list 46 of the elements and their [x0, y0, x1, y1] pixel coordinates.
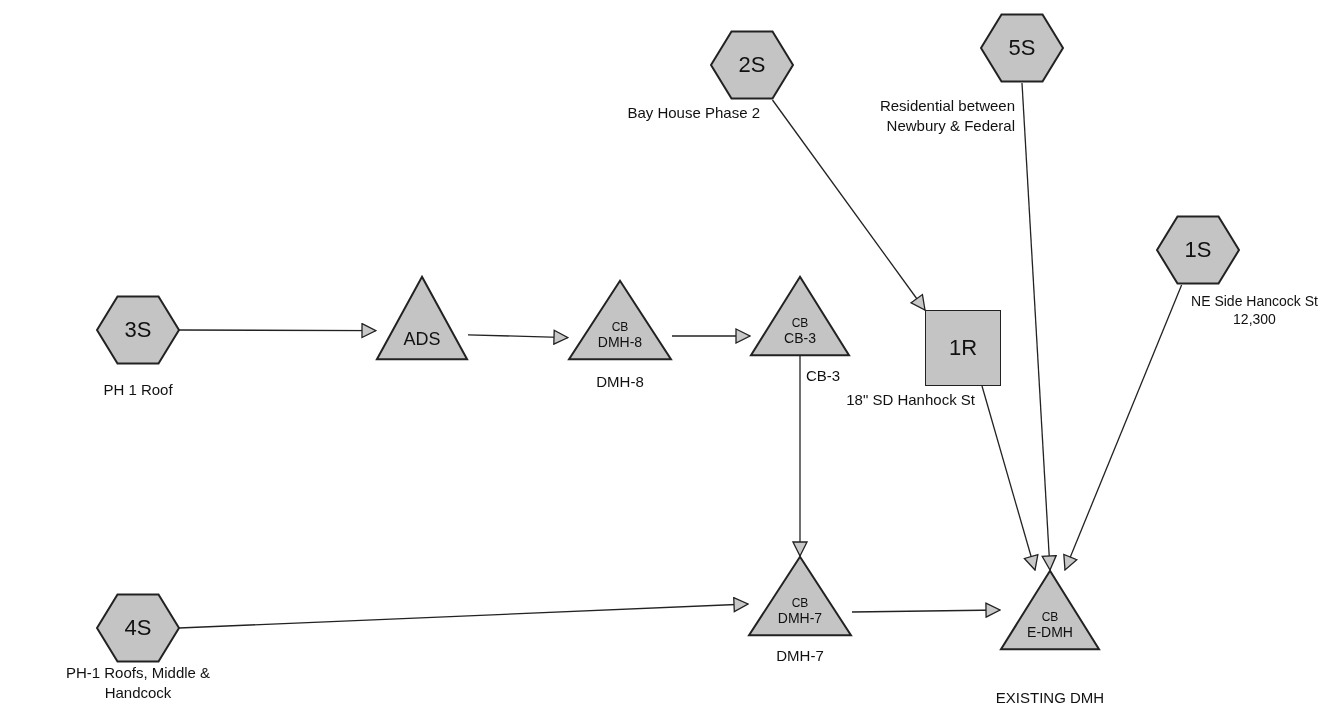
node-caption: Residential between Newbury & Federal [878, 96, 1015, 135]
triangle-node [750, 276, 850, 356]
node-label: CB [1041, 611, 1059, 625]
arrow [178, 596, 749, 629]
node-label: 3S [124, 317, 152, 343]
node-label: 1R [948, 335, 978, 361]
hexagon-node [981, 13, 1063, 83]
triangle-node [568, 280, 672, 360]
triangle-node [748, 556, 852, 636]
node-label: 1S [1184, 237, 1212, 263]
arrow [467, 329, 569, 345]
node-label: CB [791, 317, 809, 331]
node-label: CB-3 [784, 330, 816, 346]
node-caption: DMH-7 [775, 646, 825, 666]
node-caption: Bay House Phase 2 [626, 103, 760, 123]
node-caption: NE Side Hancock St 12,300 [1190, 292, 1319, 329]
arrow [981, 385, 1039, 571]
hexagon-node [711, 30, 793, 100]
arrow [851, 602, 1001, 618]
hexagon-node [1157, 215, 1239, 285]
node-label: 4S [124, 615, 152, 641]
arrow [1021, 82, 1057, 571]
node-label: 2S [738, 52, 766, 78]
arrow [792, 355, 808, 557]
node-caption: EXISTING DMH [994, 688, 1106, 708]
square-node [925, 310, 1001, 386]
triangle-node [376, 276, 468, 360]
node-label: CB [611, 321, 629, 335]
arrow [1063, 284, 1183, 571]
node-caption: 18" SD Hanhock St [845, 390, 975, 410]
hexagon-node [97, 593, 179, 663]
node-label: DMH-7 [777, 610, 823, 626]
node-label: E-DMH [1027, 624, 1073, 640]
arrow [178, 322, 377, 339]
node-label: DMH-8 [597, 334, 643, 350]
arrow [671, 328, 751, 344]
node-caption: CB-3 [806, 366, 842, 386]
arrow [771, 99, 926, 311]
hexagon-node [97, 295, 179, 365]
triangle-node [1000, 570, 1100, 650]
node-caption: DMH-8 [595, 372, 645, 392]
node-label: 5S [1008, 35, 1036, 61]
node-label: CB [791, 597, 809, 611]
node-label: ADS [403, 330, 441, 350]
node-caption: PH 1 Roof [102, 380, 174, 400]
node-caption: PH-1 Roofs, Middle & Handcock [64, 663, 212, 702]
